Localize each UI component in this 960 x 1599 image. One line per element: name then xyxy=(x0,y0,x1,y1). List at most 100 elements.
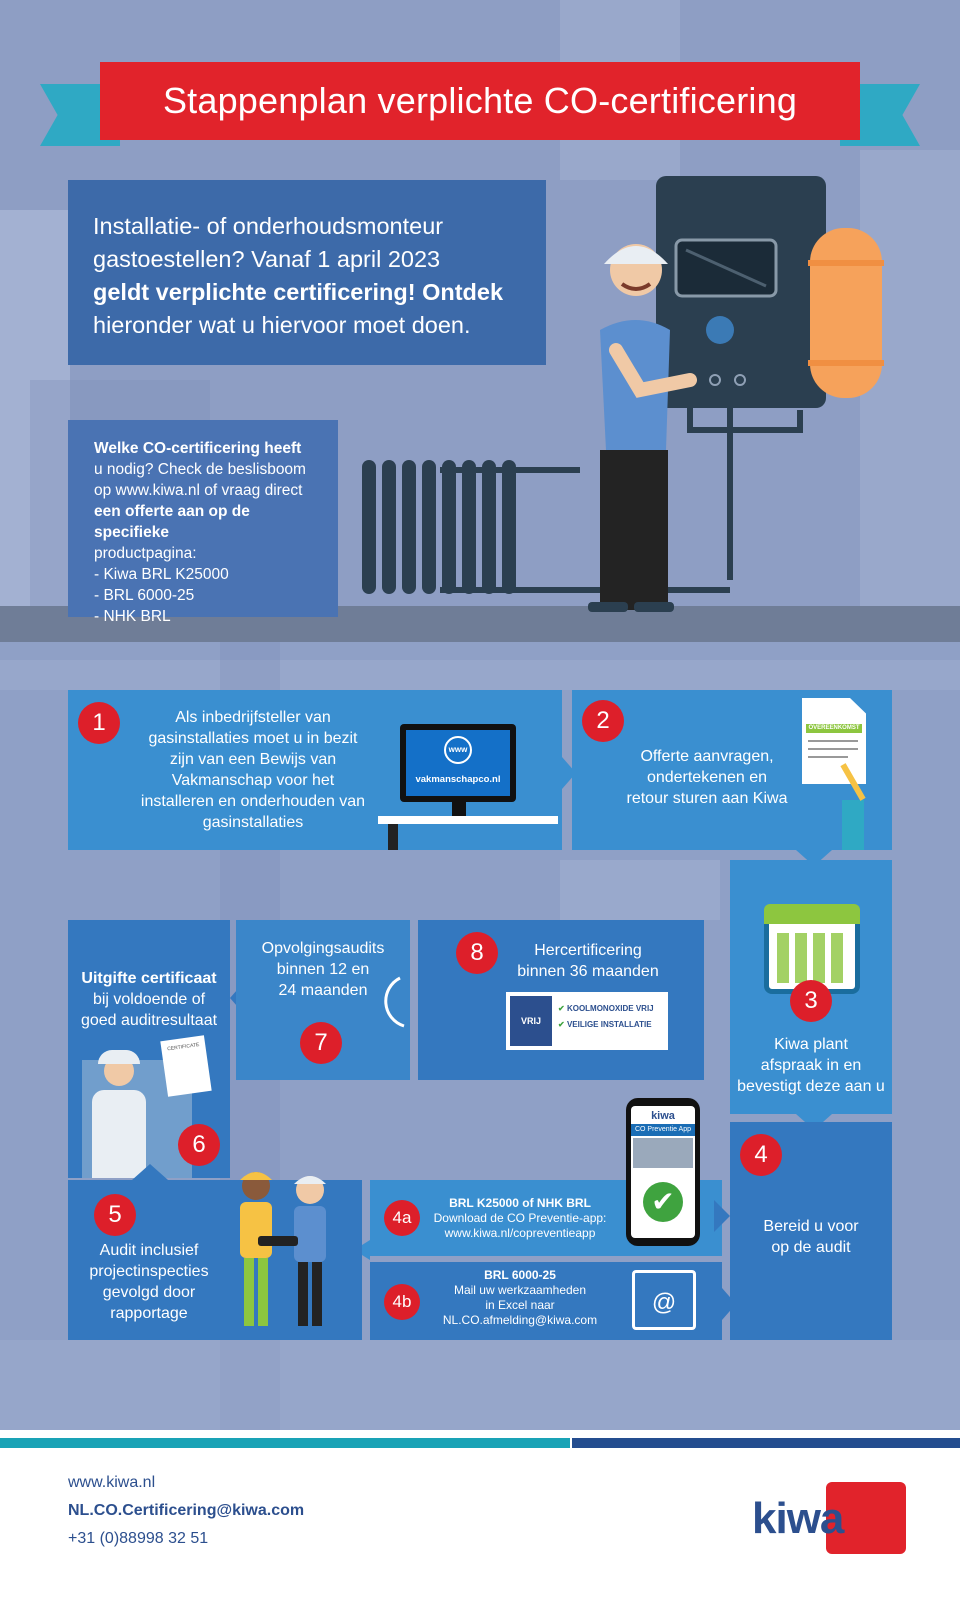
phone-screen: kiwa CO Preventie App ✔ xyxy=(631,1106,695,1238)
step-4-card: 4 Bereid u voor op de audit xyxy=(730,1122,892,1340)
logo-mark xyxy=(826,1482,906,1554)
info-line: - Kiwa BRL K25000 xyxy=(94,566,229,583)
step-text-line: Vakmanschap voor het xyxy=(171,772,335,789)
step-text-line: Als inbedrijfsteller van xyxy=(175,709,331,726)
step-text-line: rapportage xyxy=(110,1305,188,1322)
step-7-text: Opvolgingsaudits binnen 12 en 24 maanden xyxy=(236,938,410,1001)
info-line: - BRL 6000-25 xyxy=(94,587,195,604)
step-8-card: 8 Hercertificering binnen 36 maanden VRI… xyxy=(418,920,704,1080)
calendar-grid xyxy=(777,933,849,983)
badge-line: ✔ KOOLMONOXIDE VRIJ xyxy=(558,1004,654,1013)
info-line: een offerte aan op de specifieke xyxy=(94,503,250,541)
step-8-text: Hercertificering binnen 36 maanden xyxy=(496,940,680,982)
step-1-text: Als inbedrijfsteller van gasinstallaties… xyxy=(128,707,378,833)
step-text-line: zijn van een Bewijs van xyxy=(169,751,337,768)
step-text-line: goed auditresultaat xyxy=(80,1012,218,1029)
app-title: CO Preventie App xyxy=(631,1124,695,1136)
calendar-icon xyxy=(764,904,860,994)
step-text-line: 24 maanden xyxy=(278,982,368,999)
info-line: productpagina: xyxy=(94,545,197,562)
step-4a-text: BRL K25000 of NHK BRL Download de CO Pre… xyxy=(430,1196,610,1241)
step-number: 5 xyxy=(94,1194,136,1236)
app-photo xyxy=(633,1138,693,1168)
intro-line: gastoestellen? Vanaf 1 april 2023 xyxy=(93,246,441,272)
arrow-right xyxy=(722,1288,736,1320)
check-icon: ✔ xyxy=(643,1182,683,1222)
step-text-line: Kiwa plant xyxy=(774,1036,848,1053)
step-text-line: Opvolgingsaudits xyxy=(261,940,385,957)
footer-website-link[interactable]: www.kiwa.nl xyxy=(68,1474,156,1491)
at-sign-icon: @ xyxy=(651,1289,677,1316)
desk xyxy=(378,816,558,824)
arrow-left-incoming xyxy=(714,1200,730,1232)
step-text-line: Uitgifte certificaat xyxy=(81,970,217,987)
building-shape xyxy=(0,210,70,610)
logo-text: kiwa xyxy=(752,1494,844,1543)
building-shape xyxy=(0,1340,960,1430)
check-icon: ✔ xyxy=(558,1004,567,1013)
footer-phone: +31 (0)88998 32 51 xyxy=(68,1530,209,1547)
document-label: OVEREENKOMST xyxy=(806,724,862,733)
footer-email-link[interactable]: NL.CO.Certificering@kiwa.com xyxy=(68,1502,305,1519)
monteur-body xyxy=(92,1090,146,1178)
calendar-header xyxy=(764,904,860,924)
step-text-line: BRL K25000 of NHK BRL xyxy=(449,1196,591,1210)
phone-icon: kiwa CO Preventie App ✔ xyxy=(626,1098,700,1246)
title-banner: Stappenplan verplichte CO-certificering xyxy=(40,62,920,146)
intro-line: hieronder wat u hiervoor moet doen. xyxy=(93,312,471,338)
badge-text: VEILIGE INSTALLATIE xyxy=(566,1020,652,1029)
step-number: 8 xyxy=(456,932,498,974)
step-3-text: Kiwa plant afspraak in en bevestigt deze… xyxy=(730,1034,892,1097)
info-line: op www.kiwa.nl of vraag direct xyxy=(94,482,303,499)
auditors-illustration xyxy=(240,1172,326,1326)
step-text-line: bij voldoende of xyxy=(92,991,206,1008)
badge-text: KOOLMONOXIDE VRIJ xyxy=(566,1004,654,1013)
text-line-decor xyxy=(808,756,848,758)
step-6-text: Uitgifte certificaat bij voldoende of go… xyxy=(68,968,230,1031)
badge-shield-icon: VRIJ xyxy=(510,996,552,1046)
step-text-line: binnen 36 maanden xyxy=(517,963,659,980)
monitor-stand xyxy=(452,802,466,816)
helmet-icon xyxy=(98,1050,140,1064)
step-text-line: Mail uw werkzaamheden xyxy=(453,1283,587,1297)
step-text-line: Offerte aanvragen, xyxy=(640,748,774,765)
screen-url: vakmanschapco.nl xyxy=(415,774,501,785)
text-line-decor xyxy=(808,740,858,742)
step-text-line: Audit inclusief xyxy=(99,1242,199,1259)
step-7-card: Opvolgingsaudits binnen 12 en 24 maanden… xyxy=(236,920,410,1080)
step-text-line: Bereid u voor xyxy=(763,1218,859,1235)
badge-line: ✔ VEILIGE INSTALLATIE xyxy=(558,1020,652,1029)
step-number: 6 xyxy=(178,1124,220,1166)
step-number: 4a xyxy=(384,1200,420,1236)
text-line-decor xyxy=(808,748,858,750)
step-3-card: 3 Kiwa plant afspraak in en bevestigt de… xyxy=(730,860,892,1114)
building-shape xyxy=(0,660,960,690)
co-vrij-badge: VRIJ ✔ KOOLMONOXIDE VRIJ ✔ VEILIGE INSTA… xyxy=(506,992,668,1050)
step-1-card: 1 Als inbedrijfsteller van gasinstallati… xyxy=(68,690,562,850)
footer-stripe xyxy=(572,1438,960,1448)
step-4b-text: BRL 6000-25 Mail uw werkzaamheden in Exc… xyxy=(430,1268,610,1328)
step-text-line: in Excel naar xyxy=(485,1298,555,1312)
info-line: u nodig? Check de beslisboom xyxy=(94,461,306,478)
step-4-text: Bereid u voor op de audit xyxy=(730,1216,892,1258)
step-2-text: Offerte aanvragen, ondertekenen en retou… xyxy=(602,746,812,809)
step-text-line: ondertekenen en xyxy=(646,769,768,786)
step-text-line: gevolgd door xyxy=(102,1284,196,1301)
step-2-card: 2 Offerte aanvragen, ondertekenen en ret… xyxy=(572,690,892,850)
step-text-line: op de audit xyxy=(771,1239,851,1256)
step-number: 2 xyxy=(582,700,624,742)
step-text-line: www.kiwa.nl/copreventieapp xyxy=(444,1226,596,1240)
step-text-line: BRL 6000-25 xyxy=(484,1268,556,1282)
desk-leg xyxy=(388,824,398,850)
info-box: Welke CO-certificering heeft u nodig? Ch… xyxy=(68,420,338,625)
step-text-line: installeren en onderhouden van xyxy=(140,793,366,810)
intro-box: Installatie- of onderhoudsmonteur gastoe… xyxy=(68,180,546,365)
monitor-icon: www vakmanschapco.nl xyxy=(400,724,516,802)
step-number: 3 xyxy=(790,980,832,1022)
certificate-label: CERTIFICATE xyxy=(166,1041,200,1053)
footer-stripe xyxy=(0,1438,570,1448)
info-line: Welke CO-certificering heeft xyxy=(94,440,302,457)
step-text-line: Download de CO Preventie-app: xyxy=(433,1211,607,1225)
step-number: 1 xyxy=(78,702,120,744)
